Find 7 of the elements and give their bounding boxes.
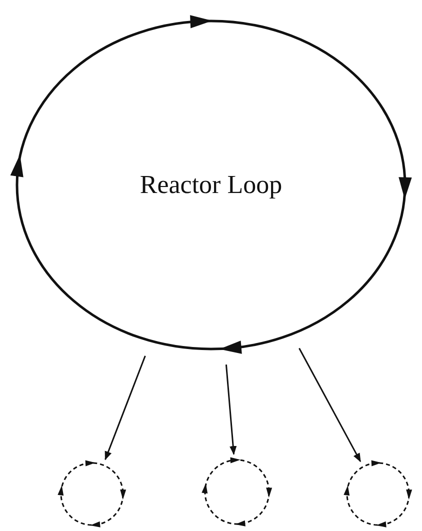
dashed-loop-circle <box>343 459 413 529</box>
dashed-loop-circle <box>201 456 273 528</box>
arrow <box>298 348 362 462</box>
arrow <box>225 364 237 456</box>
arrow <box>104 356 146 460</box>
loop-label: Reactor Loop <box>140 170 282 200</box>
dashed-loop-circle <box>57 459 127 529</box>
